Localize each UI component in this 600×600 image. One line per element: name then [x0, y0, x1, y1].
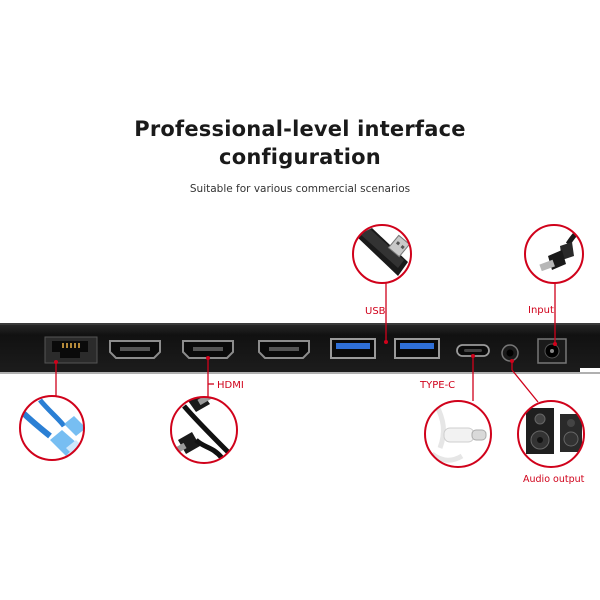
page-title-line-2: configuration [219, 145, 381, 169]
speaker-icon [517, 400, 585, 468]
usb-label: USB [365, 306, 386, 317]
type-c-label: TYPE-C [420, 380, 456, 391]
usb-c-port [456, 344, 490, 357]
callout-dots [54, 340, 557, 364]
ethernet-port [44, 336, 98, 364]
page-title-line-1: Professional-level interface [134, 117, 466, 141]
page-subtitle: Suitable for various commercial scenario… [189, 183, 411, 195]
dc-power-plug-icon [524, 224, 584, 284]
hdmi-label: HDMI [217, 380, 244, 391]
hdmi-port-3 [258, 340, 310, 359]
dc-input-port [537, 338, 567, 364]
usb-c-cable-icon [424, 400, 492, 468]
usb-drive-icon [352, 224, 412, 284]
hdmi-cable-icon [170, 396, 238, 464]
usb-port-1 [330, 338, 376, 359]
audio-jack-port [501, 344, 519, 362]
callout-leader-lines [55, 283, 556, 403]
hdmi-port-2 [182, 340, 234, 359]
ethernet-cable-icon [19, 395, 85, 461]
audio-output-label: Audio output [523, 474, 585, 485]
input-label: Input [528, 305, 554, 316]
usb-port-2 [394, 338, 440, 359]
hdmi-port-1 [109, 340, 161, 359]
